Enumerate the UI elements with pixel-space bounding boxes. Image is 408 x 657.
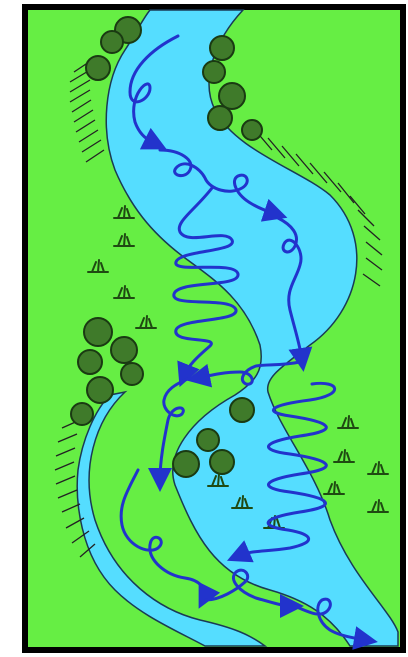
bush: [71, 403, 93, 425]
bush: [121, 363, 143, 385]
bush: [173, 451, 199, 477]
bush: [86, 56, 110, 80]
bush: [230, 398, 254, 422]
bush: [101, 31, 123, 53]
bush: [210, 36, 234, 60]
bush: [111, 337, 137, 363]
bush: [208, 106, 232, 130]
bush: [87, 377, 113, 403]
bush: [78, 350, 102, 374]
bush: [242, 120, 262, 140]
bush: [203, 61, 225, 83]
bush: [219, 83, 245, 109]
bush: [84, 318, 112, 346]
bush: [210, 450, 234, 474]
bush: [197, 429, 219, 451]
